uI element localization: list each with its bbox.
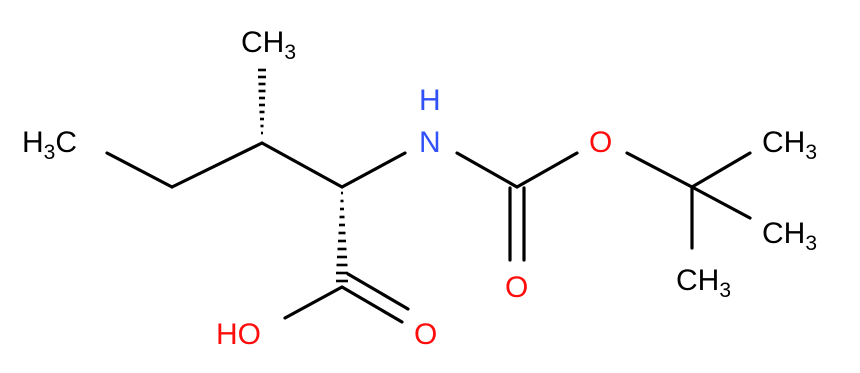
bond-o-ester-cq (625, 151, 694, 189)
hashed-wedge-methyl (258, 68, 266, 135)
label-ch3-tbu-c: CH3 (676, 264, 731, 302)
label-ch3-tbu-b: CH3 (762, 217, 817, 255)
hashed-wedge-carboxyl (336, 191, 348, 283)
label-ch3-tbu-a: CH3 (762, 126, 817, 164)
atom-labels: CH3 H3C H N O O CH3 CH3 CH3 HO O (22, 26, 817, 351)
label-ch3-top: CH3 (241, 26, 296, 64)
label-o-carbamate: O (505, 271, 528, 304)
bond-n-carbonyl (455, 151, 519, 189)
bond-cq-ch3-right (690, 185, 752, 220)
label-o-ester: O (589, 126, 612, 159)
bond-ethyl-ch3 (105, 151, 174, 189)
label-o-acid: O (414, 318, 437, 351)
bond-alpha-n (340, 151, 407, 189)
label-n: N (419, 126, 441, 159)
bond-beta-alpha (260, 141, 344, 189)
label-nh-h: H (419, 84, 441, 117)
bond-acid-double-b (346, 272, 410, 311)
bond-acid-oh (283, 285, 344, 320)
bond-cq-ch3-top (690, 151, 752, 189)
bond-acid-double-a (340, 285, 404, 324)
label-ch3-left: H3C (22, 126, 77, 164)
skeletal-bonds (105, 141, 752, 324)
label-oh: HO (216, 318, 261, 351)
bond-ethyl-ch2 (170, 141, 264, 189)
bond-carbonyl-o-ester (515, 151, 579, 189)
